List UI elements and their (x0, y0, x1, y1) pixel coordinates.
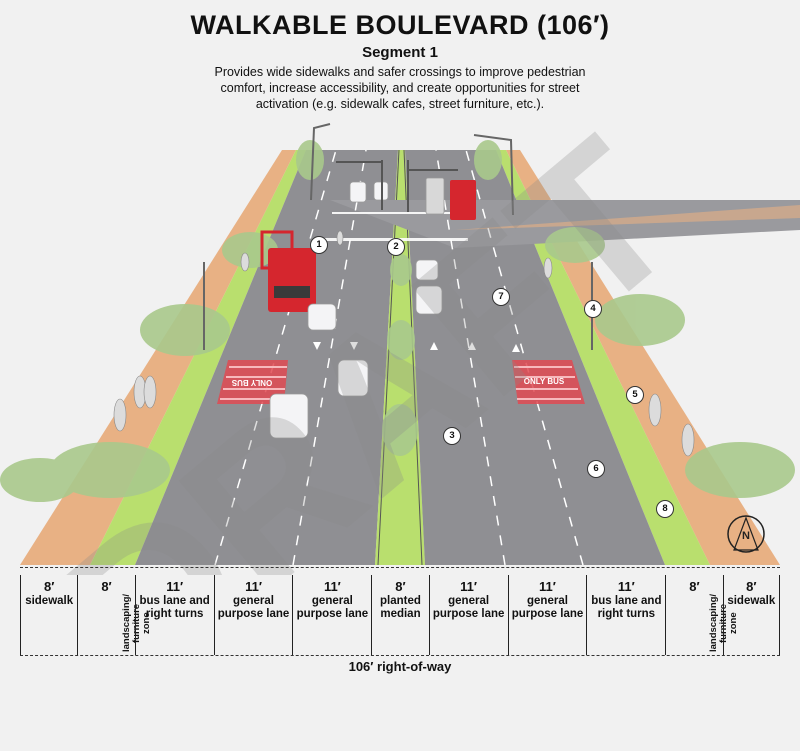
segment-label: sidewalk (727, 595, 776, 607)
cross-section-segment: 8′landscaping/ furniture zone (77, 575, 152, 655)
segment-label: planted median (380, 595, 421, 620)
bus-southbound (260, 230, 316, 312)
segment-width: 11′ (323, 579, 341, 594)
segment-label: general purpose lane (511, 595, 584, 620)
cross-section-segment: 8′planted median (371, 575, 428, 655)
segment-label: general purpose lane (432, 595, 505, 620)
cross-section-segment: 11′bus lane and right turns (586, 575, 665, 655)
page-description: Provides wide sidewalks and safer crossi… (214, 65, 586, 111)
lane-arrow (313, 342, 321, 350)
segment-label: bus lane and right turns (139, 595, 210, 620)
traffic-signals (336, 160, 458, 212)
segment-width: 8′ (395, 579, 406, 594)
callout-marker[interactable]: 1 (310, 236, 328, 254)
right-of-way-label: 106′ right-of-way (348, 659, 452, 674)
segment-width: 11′ (617, 579, 635, 594)
roadway-west (135, 150, 398, 565)
callout-marker[interactable]: 5 (626, 386, 644, 404)
north-arrow (727, 515, 765, 553)
pedestrians (113, 230, 695, 457)
segment-label: bus lane and right turns (591, 595, 662, 620)
dimension-line-top (20, 567, 780, 568)
street-trees (0, 140, 795, 502)
callout-marker[interactable]: 3 (443, 427, 461, 445)
cross-section-segment: 8′sidewalk (722, 575, 780, 655)
cross-section-segment: 11′bus lane and right turns (134, 575, 214, 655)
segment-label: general purpose lane (296, 595, 369, 620)
cross-section-segment: 8′sidewalk (20, 575, 77, 655)
north-arrow-label: N (742, 530, 750, 542)
segment-width: 11′ (539, 579, 556, 594)
segment-width: 11′ (460, 579, 478, 594)
segment-width: 8′ (689, 579, 700, 594)
cross-section-segment: 8′landscaping/ furniture zone (665, 575, 739, 655)
lane-arrow (430, 342, 438, 350)
bus-lane-marking-right (512, 360, 585, 404)
page-title: WALKABLE BOULEVARD (106′) (190, 10, 610, 40)
segment-width: 8′ (43, 579, 55, 594)
bus-lane-marking-left (217, 360, 288, 404)
lane-arrow (350, 342, 358, 350)
segment-width: 11′ (245, 579, 262, 594)
callout-marker[interactable]: 2 (387, 238, 405, 256)
segment-label: sidewalk (25, 595, 74, 607)
page-subtitle: Segment 1 (362, 44, 438, 61)
segment-width: 8′ (746, 579, 757, 594)
turn-arrow (512, 344, 520, 352)
street-illustration: ONLY BUS ONLY BUS (0, 95, 800, 575)
callout-marker[interactable]: 7 (492, 288, 510, 306)
cross-section-segment: 11′general purpose lane (428, 575, 508, 655)
cross-section-segment: 11′general purpose lane (292, 575, 371, 655)
cross-section-segment: 11′general purpose lane (213, 575, 293, 655)
dimension-line-bottom (20, 655, 780, 656)
segment-width: 8′ (101, 579, 112, 594)
vehicles (269, 177, 445, 439)
lane-arrow (468, 342, 476, 350)
callout-marker[interactable]: 6 (587, 460, 605, 478)
segment-width: 11′ (166, 579, 184, 594)
bus-lane-text-right: ONLY BUS (524, 377, 565, 386)
cross-section-segment: 11′general purpose lane (507, 575, 587, 655)
callout-marker[interactable]: 4 (584, 300, 602, 318)
bus-lane-text-left: ONLY BUS (231, 378, 272, 387)
callout-marker[interactable]: 8 (656, 500, 674, 518)
segment-label: general purpose lane (217, 595, 290, 620)
bus-northbound (450, 180, 476, 220)
